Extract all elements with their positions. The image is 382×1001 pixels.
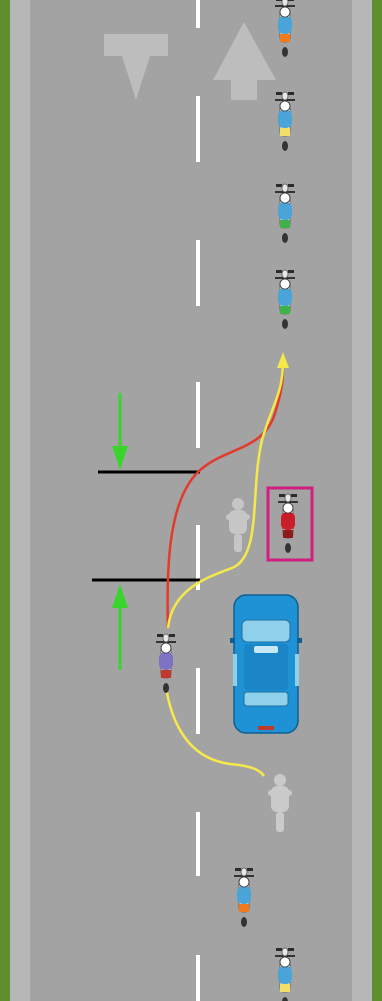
road-surface [30, 0, 352, 1001]
blue-car [230, 595, 302, 733]
